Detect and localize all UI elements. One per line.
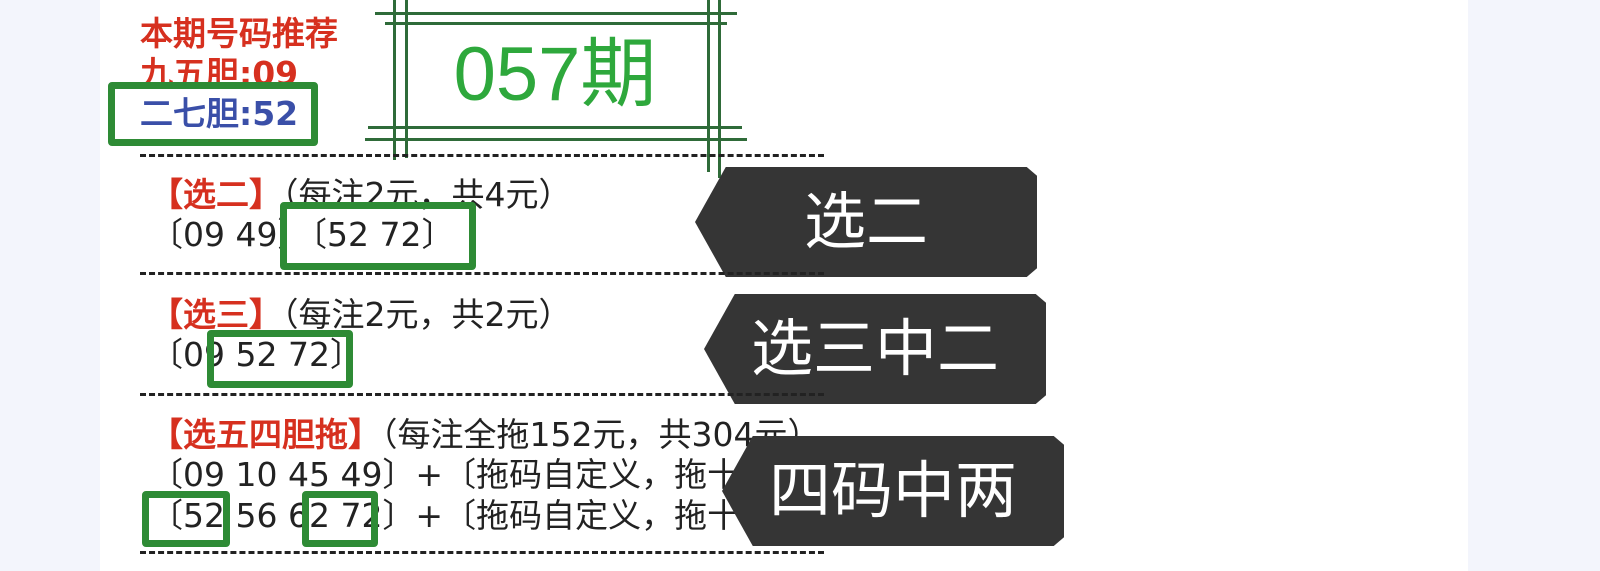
section-note: （每注2元，共2元） — [282, 295, 572, 334]
divider — [140, 551, 824, 554]
issue-frame-right-inner — [707, 0, 710, 172]
tag-xuanwu: 四码中两 — [722, 436, 1064, 546]
issue-frame-top — [375, 12, 737, 15]
section-label: 【选二】 — [150, 175, 282, 214]
issue-frame-top-inner — [385, 22, 727, 25]
section-xuaner-numbers: 〔09 49〕〔52 72〕 — [150, 215, 455, 254]
issue-frame-bottom-inner — [368, 126, 742, 129]
divider — [140, 272, 824, 275]
highlight-box-52-72 — [280, 202, 476, 270]
section-xuansan-header: 【选三】（每注2元，共2元） — [150, 295, 572, 335]
issue-number: 057期 — [453, 32, 657, 117]
recommend-title: 本期号码推荐 — [140, 14, 338, 53]
dan-95: 九五胆:09 — [140, 54, 299, 84]
issue-frame-left-inner — [405, 0, 408, 158]
tag-xuaner: 选二 — [695, 167, 1037, 277]
tag-xuansan: 选三中二 — [704, 294, 1046, 404]
divider — [140, 393, 824, 396]
issue-frame-bottom — [365, 138, 747, 141]
divider — [140, 154, 824, 157]
section-xuanwu-header: 【选五四胆拖】（每注全拖152元，共304元） — [150, 415, 820, 455]
section-label: 【选五四胆拖】 — [150, 415, 381, 454]
highlight-box-72 — [302, 491, 378, 547]
section-label: 【选三】 — [150, 295, 282, 334]
issue-frame-right — [718, 0, 721, 178]
highlight-box-52 — [142, 491, 230, 547]
issue-frame-left — [393, 0, 396, 160]
section-xuansan-numbers: 〔09 52 72〕 — [150, 335, 363, 374]
highlight-box-dan27 — [108, 82, 318, 146]
dan-27: 二七胆:52 — [140, 94, 299, 133]
highlight-box-52-72 — [207, 330, 353, 388]
